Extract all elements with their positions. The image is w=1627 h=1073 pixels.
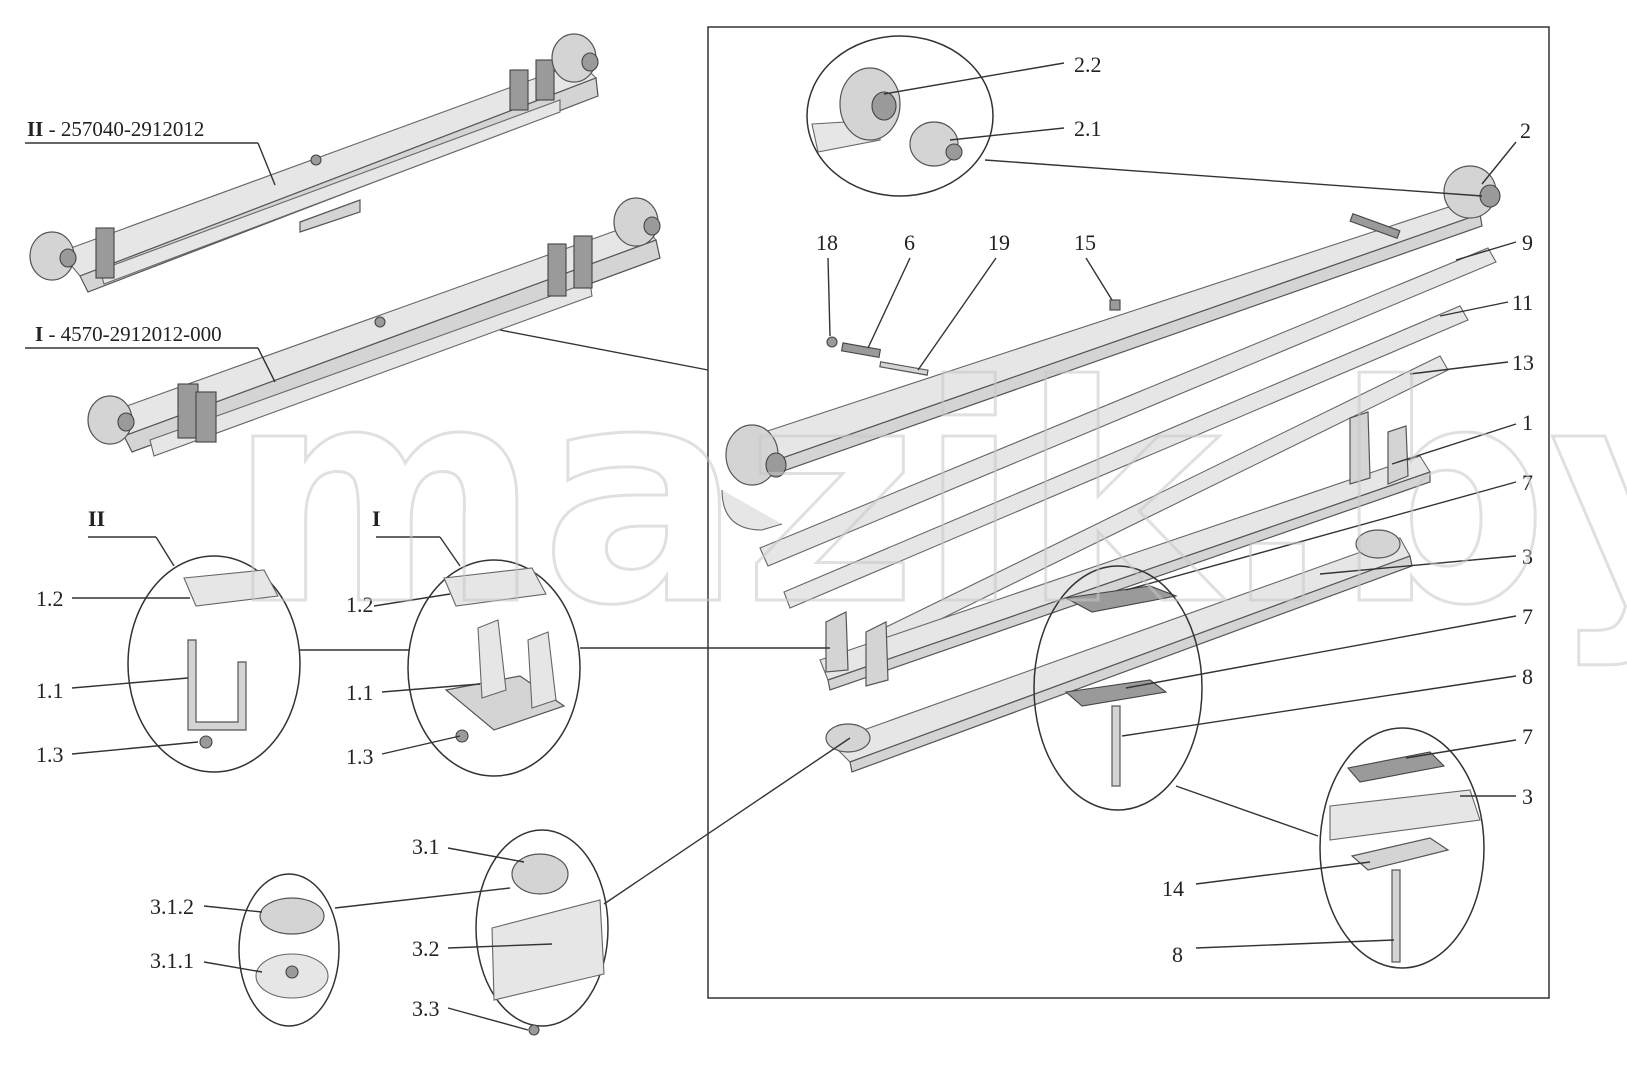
label-1-3-b: 1.3 xyxy=(346,744,374,769)
label-9: 9 xyxy=(1522,230,1533,255)
detail-eye-parts xyxy=(811,67,963,167)
spacer-7-upper xyxy=(1064,585,1178,613)
label-1-1-b: 1.1 xyxy=(346,680,374,705)
assembly-i-title: I - 4570-2912012-000 xyxy=(35,322,222,346)
label-7-c: 7 xyxy=(1522,724,1533,749)
main-leaf-2 xyxy=(721,165,1501,531)
detail-circle-3-2 xyxy=(475,829,609,1027)
label-3-3: 3.3 xyxy=(412,996,440,1021)
label-13: 13 xyxy=(1512,350,1534,375)
label-2: 2 xyxy=(1520,118,1531,143)
detail-i-parts xyxy=(443,567,566,743)
leaf-9 xyxy=(759,247,1497,567)
label-3-1-2: 3.1.2 xyxy=(150,894,194,919)
label-18: 18 xyxy=(816,230,838,255)
leaf-1 xyxy=(819,411,1431,691)
assembly-ii-spring xyxy=(29,33,599,293)
label-2-2: 2.2 xyxy=(1074,52,1102,77)
assembly-i-code: - 4570-2912012-000 xyxy=(43,322,221,346)
label-1-2-b: 1.2 xyxy=(346,592,374,617)
detail-ii-label: II xyxy=(88,506,105,531)
label-1: 1 xyxy=(1522,410,1533,435)
detail-circle-i xyxy=(407,559,581,777)
assembly-i-roman: I xyxy=(35,322,43,346)
label-8-a: 8 xyxy=(1522,664,1533,689)
detail-ii-parts xyxy=(183,569,279,749)
label-19: 19 xyxy=(988,230,1010,255)
detail-i-label: I xyxy=(372,506,381,531)
label-3-1: 3.1 xyxy=(412,834,440,859)
detail-clamp-parts xyxy=(1329,751,1481,963)
leaf-11 xyxy=(783,305,1469,609)
label-3-1-1: 3.1.1 xyxy=(150,948,194,973)
label-1-3-a: 1.3 xyxy=(36,742,64,767)
watermark-text: mazik.by xyxy=(228,322,1627,671)
detail-3-parts xyxy=(255,853,605,1036)
assembly-ii-roman: II xyxy=(27,117,43,141)
assembly-ii-title: II - 257040-2912012 xyxy=(27,117,204,141)
label-14: 14 xyxy=(1162,876,1184,901)
exploded-view-frame xyxy=(707,26,1550,999)
part-15-nut xyxy=(1109,299,1121,311)
label-6: 6 xyxy=(904,230,915,255)
detail-circle-center xyxy=(1033,565,1203,811)
detail-circle-clamp xyxy=(1319,727,1485,969)
spacer-7-lower xyxy=(1064,679,1168,707)
part-19-bolt xyxy=(879,361,929,376)
part-6-sleeve xyxy=(840,342,882,359)
detail-circle-ii xyxy=(127,555,301,773)
label-15: 15 xyxy=(1074,230,1096,255)
assembly-i-spring xyxy=(87,197,661,457)
detail-circle-3-1 xyxy=(238,873,340,1027)
detail-circle-eye xyxy=(806,35,994,197)
label-1-1-a: 1.1 xyxy=(36,678,64,703)
label-3-a: 3 xyxy=(1522,544,1533,569)
label-11: 11 xyxy=(1512,290,1533,315)
label-7-a: 7 xyxy=(1522,470,1533,495)
part-18-nut xyxy=(826,336,838,348)
label-3-2: 3.2 xyxy=(412,936,440,961)
label-3-b: 3 xyxy=(1522,784,1533,809)
assembly-ii-code: - 257040-2912012 xyxy=(43,117,204,141)
center-bolt-8 xyxy=(1111,705,1121,787)
label-7-b: 7 xyxy=(1522,604,1533,629)
label-1-2-a: 1.2 xyxy=(36,586,64,611)
label-2-1: 2.1 xyxy=(1074,116,1102,141)
label-8-b: 8 xyxy=(1172,942,1183,967)
